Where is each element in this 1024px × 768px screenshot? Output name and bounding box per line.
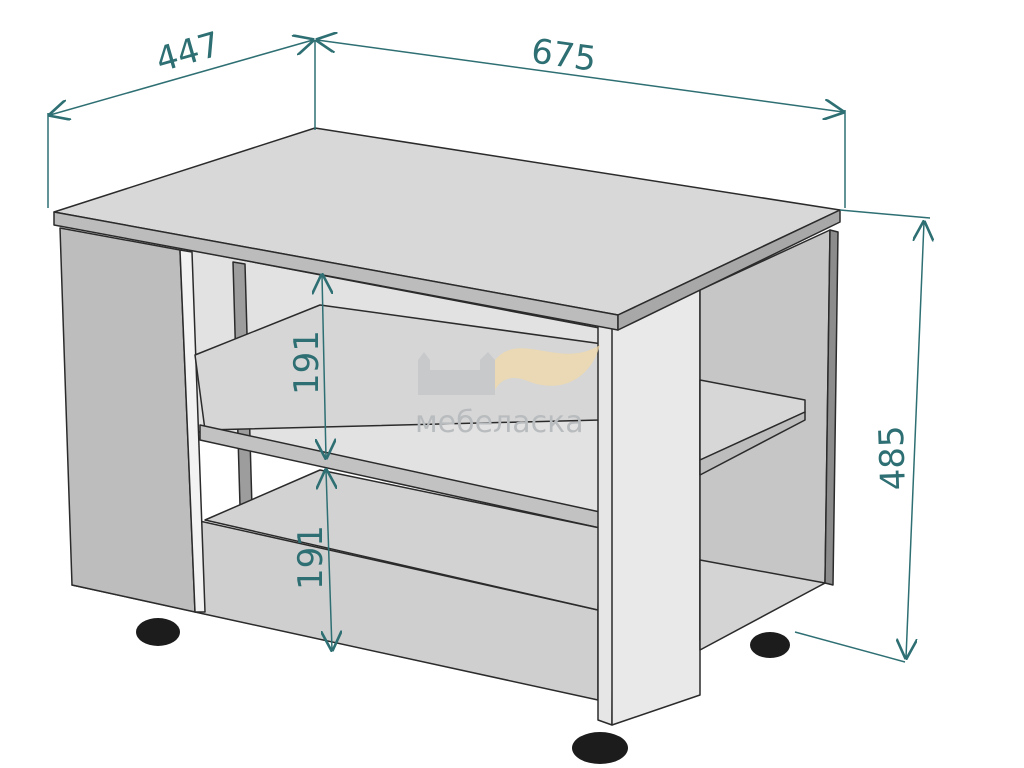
label-height: 485 [872,425,914,491]
right-bottom [699,559,826,651]
dim-line-depth [50,40,313,115]
label-depth: 447 [151,24,224,80]
label-shelf-lower: 191 [291,525,331,590]
watermark: мебеласка [415,345,600,440]
dimension-labels: 447 675 485 191 191 [151,24,914,590]
dim-line-shelf-lower [326,470,332,650]
wheel-rear-right [750,632,790,658]
left-divider [179,249,206,613]
dimension-lines [48,40,931,663]
right-shelf-edge [699,411,806,476]
wave-icon [495,345,600,390]
right-side-panel [611,289,701,726]
ext-line-height-top [839,209,931,219]
label-width: 675 [529,31,599,80]
dim-line-width [317,40,843,112]
ext-line-height-bottom [794,631,906,663]
right-outer-edge [824,229,839,586]
label-shelf-upper: 191 [287,330,327,395]
watermark-text: мебеласка [415,405,584,440]
dim-line-height [906,222,924,658]
wheel-front-right [572,732,628,764]
wheel-front-left [136,618,180,646]
left-side-panel [59,227,196,613]
cabinet [53,127,841,726]
top-board-side-edge [617,209,841,331]
dim-line-shelf-upper [322,275,326,458]
wheels [136,618,790,764]
sofa-icon [418,352,495,395]
